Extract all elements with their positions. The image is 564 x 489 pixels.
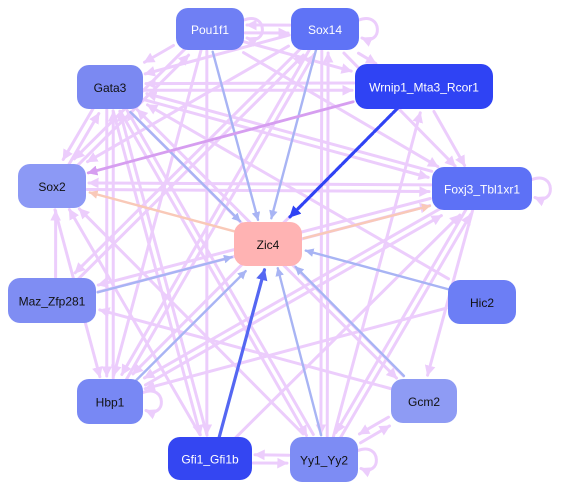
edge-maz-to-zic4 xyxy=(96,254,233,294)
edge-yy1-to-gata3 xyxy=(125,109,315,437)
edge-yy1-to-sox14 xyxy=(322,51,334,438)
edge-sox2-to-foxj3 xyxy=(85,186,431,197)
node-gata3[interactable]: Gata3 xyxy=(77,65,143,109)
edge-gata3-to-yy1 xyxy=(118,109,309,437)
edge-gata3-to-zic4 xyxy=(129,110,242,223)
edge-foxj3-to-foxj3 xyxy=(530,176,552,207)
edge-foxj3-to-gata3 xyxy=(145,90,434,173)
edge-sox14-to-sox14 xyxy=(357,17,379,47)
node-sox2[interactable]: Sox2 xyxy=(18,164,86,208)
edge-sox14-to-wrnip1 xyxy=(356,51,378,66)
edge-sox2-to-gata3 xyxy=(67,112,101,167)
edge-yy1-to-sox2 xyxy=(77,207,305,436)
node-pou1f1[interactable]: Pou1f1 xyxy=(176,8,244,50)
edge-gfi1-to-foxj3 xyxy=(233,213,462,440)
node-hbp1[interactable]: Hbp1 xyxy=(77,379,143,424)
edge-hbp1-to-zic4 xyxy=(135,269,247,382)
edge-gcm2-to-maz xyxy=(98,307,393,391)
edge-foxj3-to-hbp1 xyxy=(143,206,443,380)
edge-sox14-to-zic4 xyxy=(269,49,318,220)
node-maz-zfp281[interactable]: Maz_Zfp281 xyxy=(8,278,96,323)
edge-gfi1-to-gata3 xyxy=(117,109,209,437)
edge-maz-to-sox14 xyxy=(76,53,305,281)
edge-gcm2-to-yy1 xyxy=(357,415,390,436)
node-gcm2[interactable]: Gcm2 xyxy=(391,379,457,423)
edge-gfi1-to-zic4 xyxy=(217,268,268,439)
edge-zic4-to-sox2 xyxy=(88,190,235,233)
edge-gata3-to-sox2 xyxy=(61,106,95,161)
edge-pou1f1-to-gata3 xyxy=(142,44,175,64)
edge-hic2-to-gata3 xyxy=(146,103,451,281)
edge-sox14-to-yy1 xyxy=(315,49,327,436)
edge-sox14-to-hbp1 xyxy=(120,48,311,376)
edge-yy1-to-zic4 xyxy=(275,267,323,437)
edge-yy1-to-wrnip1 xyxy=(331,111,423,439)
edge-gata3-to-gfi1 xyxy=(111,109,203,437)
edge-wrnip1-to-gata3 xyxy=(144,78,356,89)
edge-hbp1-to-foxj3 xyxy=(143,214,443,387)
edge-yy1-to-yy1 xyxy=(356,447,378,478)
edge-yy1-to-gfi1 xyxy=(253,449,291,461)
edge-zic4-to-foxj3 xyxy=(302,203,431,240)
edge-gfi1-to-sox2 xyxy=(67,207,202,436)
edge-yy1-to-gcm2 xyxy=(359,424,392,445)
edge-gcm2-to-zic4 xyxy=(294,265,406,378)
edge-hic2-to-zic4 xyxy=(304,248,449,291)
node-sox14[interactable]: Sox14 xyxy=(291,8,359,50)
edge-pou1f1-to-pou1f1 xyxy=(242,17,264,47)
node-foxj3-tbl1xr1[interactable]: Foxj3_Tbl1xr1 xyxy=(432,167,532,210)
node-gfi1-gfi1b[interactable]: Gfi1_Gfi1b xyxy=(168,437,252,480)
edge-wrnip1-to-foxj3 xyxy=(432,109,467,167)
edge-yy1-to-foxj3 xyxy=(339,213,473,440)
node-hic2[interactable]: Hic2 xyxy=(448,280,516,324)
node-wrnip1-mta3-rcor1[interactable]: Wrnip1_Mta3_Rcor1 xyxy=(355,64,493,109)
edge-foxj3-to-sox2 xyxy=(87,177,433,189)
node-zic4[interactable]: Zic4 xyxy=(234,222,302,266)
edge-hbp1-to-hbp1 xyxy=(141,389,163,420)
edge-pou1f1-to-zic4 xyxy=(211,50,261,221)
edge-sox14-to-gata3 xyxy=(143,33,291,77)
edge-wrnip1-to-zic4 xyxy=(288,106,400,219)
edge-hic2-to-hbp1 xyxy=(143,306,448,392)
node-yy1-yy2[interactable]: Yy1_Yy2 xyxy=(290,437,358,482)
edge-gata3-to-foxj3 xyxy=(141,97,430,181)
edge-wrnip1-to-sox2 xyxy=(86,100,355,176)
